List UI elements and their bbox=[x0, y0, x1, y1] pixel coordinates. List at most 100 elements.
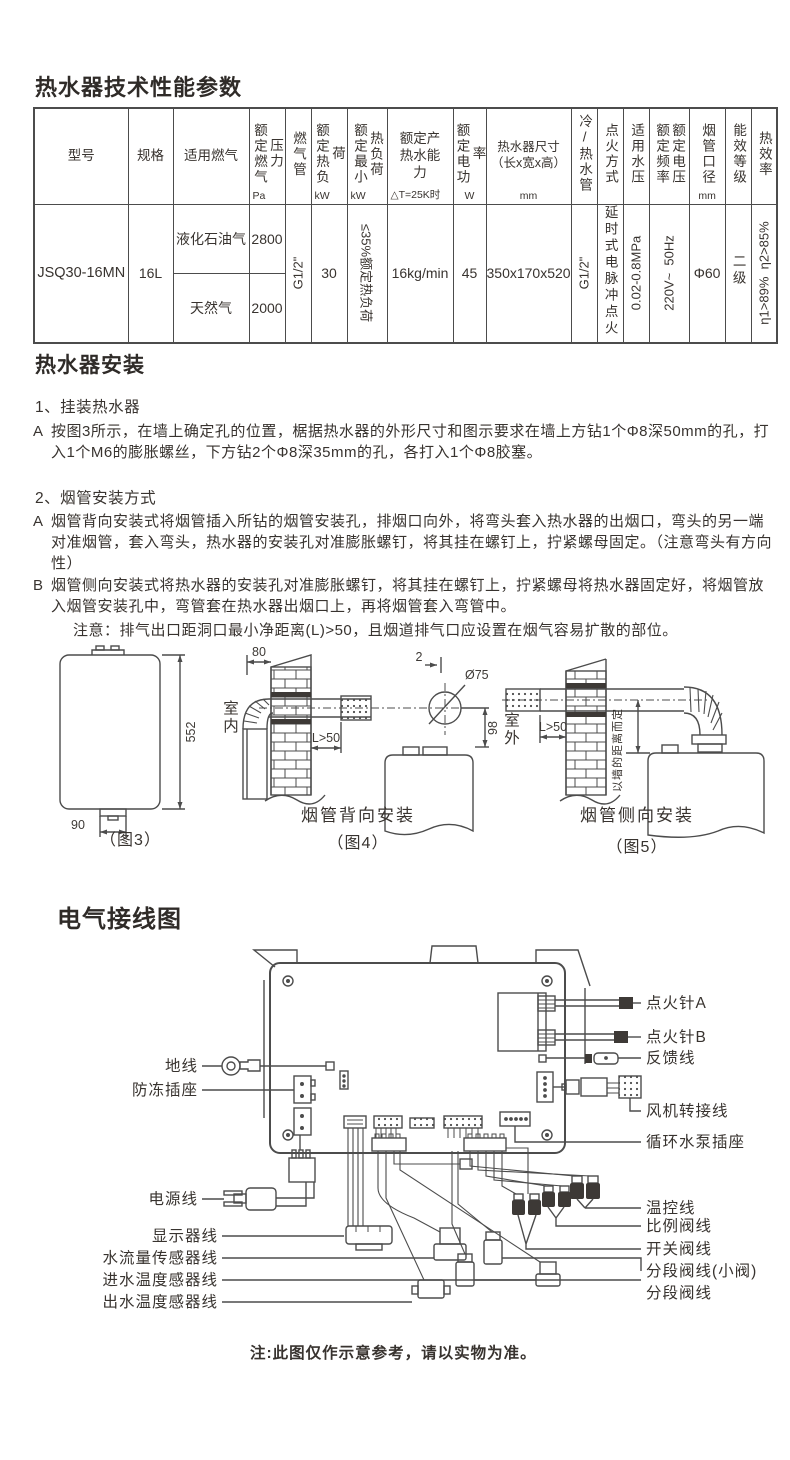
dim-2-label: 2 bbox=[416, 650, 423, 664]
header-gas-type-label: 适用燃气 bbox=[184, 148, 238, 164]
dimension-552: 552 bbox=[162, 654, 198, 810]
inlet-temp-label: 进水温度感器线 bbox=[102, 1271, 218, 1289]
install-para-2a: A 烟管背向安装式将烟管插入所钻的烟管安装孔，排烟口向外，将弯头套入热水器的出烟… bbox=[33, 511, 775, 574]
header-flue-label: 烟管口径 bbox=[700, 122, 716, 185]
seg-valve-small-label: 分段阀线(小阀) bbox=[646, 1262, 757, 1280]
header-water-pipe: 冷/热水管 bbox=[570, 107, 598, 205]
para-text: 烟管背向安装式将烟管插入所钻的烟管安装孔，排烟口向外，将弯头套入热水器的出烟口，… bbox=[51, 513, 773, 572]
board-bottom-connectors bbox=[343, 1115, 483, 1129]
cell-ignition: 延时式电脉冲点火 bbox=[596, 203, 624, 343]
cell-gas2-pressure: 2000 bbox=[248, 272, 286, 344]
cell-eff: η1>89% η2>85% bbox=[750, 203, 778, 343]
pump-socket-group: 循环水泵插座 bbox=[499, 1111, 745, 1151]
fig5-title: 烟管侧向安装 bbox=[580, 806, 694, 825]
para-marker: B bbox=[33, 577, 44, 594]
fan-adapter-label: 风机转接线 bbox=[646, 1102, 729, 1120]
prop-valve-label: 比例阀线 bbox=[646, 1217, 712, 1235]
header-energy: 能效等级 bbox=[724, 107, 752, 205]
flue-duct-and-elbow bbox=[242, 698, 274, 800]
cell-freq-volt: 220V~ 50Hz bbox=[648, 203, 690, 343]
flow-sensor-label: 水流量传感器线 bbox=[102, 1249, 218, 1267]
para-text: 烟管侧向安装式将热水器的安装孔对准膨胀螺钉，将其挂在螺钉上，拧紧螺母将热水器固定… bbox=[51, 577, 765, 615]
igniter-b-label: 点火针B bbox=[646, 1028, 707, 1046]
igniter-a-label: 点火针A bbox=[646, 994, 707, 1012]
dim-l50-label: L>50 bbox=[312, 731, 340, 745]
header-eff: 热效率 bbox=[750, 107, 778, 205]
header-size-label: 热水器尺寸（长x宽x高） bbox=[491, 140, 567, 171]
mount-tab-left bbox=[252, 949, 298, 968]
feedback-wire: 反馈线 bbox=[538, 1049, 695, 1067]
dim-98-label: 98 bbox=[486, 721, 500, 735]
indoor-label: 室内 bbox=[221, 700, 238, 735]
igniter-a-wire: 点火针A bbox=[555, 994, 707, 1012]
unit-mm-1: mm bbox=[519, 189, 538, 202]
cell-model: JSQ30-16MN bbox=[33, 203, 129, 343]
outlet-temp-group: 出水温度感器线 bbox=[102, 1279, 451, 1311]
heater-body bbox=[384, 746, 474, 836]
unit-w: W bbox=[464, 189, 475, 202]
header-water-pipe-label: 冷/热水管 bbox=[577, 114, 593, 194]
cell-gas-pipe-value: G1/2" bbox=[290, 256, 306, 290]
header-energy-label: 能效等级 bbox=[731, 122, 747, 185]
figure-5-side-install: L>50 bbox=[502, 658, 765, 838]
header-gas-pressure-label: 额定燃气压力 bbox=[252, 122, 283, 185]
install-sub1-title: 1、挂装热水器 bbox=[35, 399, 141, 416]
cell-water-pipe: G1/2" bbox=[570, 203, 598, 343]
ground-wire-label: 地线 bbox=[165, 1057, 198, 1075]
unit-dt25k: △T=25K时 bbox=[390, 188, 441, 201]
table-row: JSQ30-16MN 16L 液化石油气 2800 G1/2" 30 ≤35%额… bbox=[33, 203, 778, 343]
cell-water-pipe-value: G1/2" bbox=[576, 256, 592, 290]
mount-tab-right bbox=[535, 949, 591, 987]
water-heater-outline bbox=[59, 645, 161, 821]
header-capacity-label: 额定产热水能力 bbox=[399, 130, 441, 180]
cell-ignition-value: 延时式电脉冲点火 bbox=[602, 204, 618, 337]
corner-screws bbox=[282, 975, 553, 1141]
wiring-section-title: 电气接线图 bbox=[57, 906, 182, 933]
cell-freq-volt-value: 220V~ 50Hz bbox=[661, 235, 677, 311]
heater-body bbox=[647, 744, 765, 838]
fig5-caption: （图5） bbox=[606, 839, 668, 856]
display-wire-label: 显示器线 bbox=[152, 1227, 218, 1245]
header-ignition-label: 点火方式 bbox=[603, 122, 619, 185]
valve-harness bbox=[447, 1128, 591, 1255]
switch-valve-group: 开关阀线 bbox=[512, 1193, 711, 1258]
pin-strip bbox=[339, 1070, 349, 1090]
flue-pipe bbox=[259, 695, 463, 721]
fig3-caption: （图3） bbox=[100, 832, 161, 849]
wiring-diagram: 地线 防冻插座 电源线 点火针A bbox=[102, 945, 757, 1311]
header-gas-pipe: 燃气管 bbox=[284, 107, 312, 205]
unit-mm-2: mm bbox=[698, 189, 716, 202]
figure-3-heater-dimensions: 552 90 bbox=[59, 645, 198, 837]
header-ignition: 点火方式 bbox=[596, 107, 624, 205]
unit-kw-1: kW bbox=[314, 189, 330, 202]
seg-valve-group: 分段阀线 bbox=[455, 1253, 712, 1302]
display-wire-group: 显示器线 bbox=[152, 1128, 393, 1251]
elbow bbox=[683, 686, 727, 753]
sensor-harness bbox=[371, 1128, 541, 1281]
temp-ctrl-label: 温控线 bbox=[646, 1199, 696, 1217]
cell-gas1-pressure: 2800 bbox=[248, 203, 286, 274]
header-water-pressure: 适用水压 bbox=[622, 107, 650, 205]
cell-min-heat-load: ≤35%额定热负荷 bbox=[346, 203, 388, 343]
seg-valve-label: 分段阀线 bbox=[646, 1284, 712, 1302]
outdoor-label: 室外 bbox=[502, 712, 519, 747]
dim-552-label: 552 bbox=[184, 722, 198, 743]
dimension-90: 90 bbox=[71, 816, 127, 837]
cell-min-heat-load-value: ≤35%额定热负荷 bbox=[358, 223, 374, 323]
fig4-title: 烟管背向安装 bbox=[301, 806, 415, 825]
cell-capacity: 16kg/min bbox=[386, 203, 454, 343]
power-cord-group: 电源线 bbox=[148, 1107, 316, 1211]
cell-energy-value: 二级 bbox=[730, 254, 746, 287]
figure-4-back-install: 80 L>50 2 Ø75 98 bbox=[242, 645, 500, 836]
pump-socket-label: 循环水泵插座 bbox=[646, 1133, 745, 1151]
header-size: 热水器尺寸（长x宽x高） mm bbox=[485, 107, 572, 205]
dimension-wall-distance bbox=[626, 700, 650, 754]
header-model: 型号 bbox=[33, 107, 129, 205]
temp-ctrl-group: 温控线 bbox=[570, 1175, 696, 1217]
cell-energy: 二级 bbox=[724, 203, 752, 343]
cell-gas2: 天然气 bbox=[172, 272, 250, 344]
header-spec: 规格 bbox=[127, 107, 174, 205]
